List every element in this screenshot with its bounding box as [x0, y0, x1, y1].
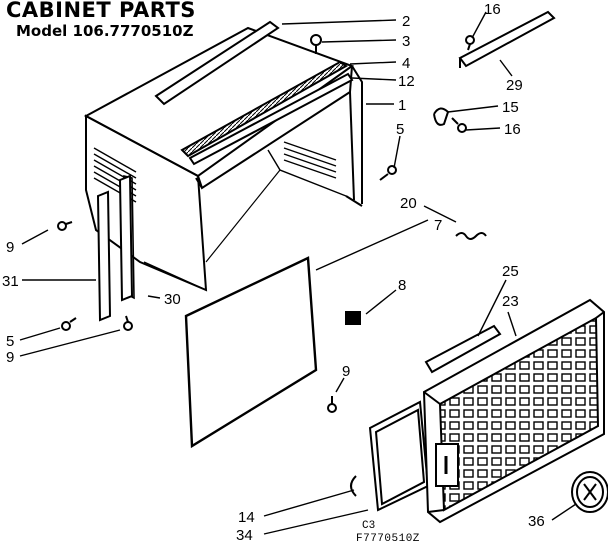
- callout-25: 25: [502, 263, 519, 280]
- callout-36: 36: [528, 513, 545, 530]
- cabinet-shell: [83, 26, 363, 300]
- callout-3: 3: [402, 33, 410, 50]
- callout-5-top: 5: [396, 121, 404, 138]
- callout-15: 15: [502, 99, 519, 116]
- callout-4: 4: [402, 55, 410, 72]
- callout-5-bottom: 5: [6, 333, 14, 350]
- callout-1: 1: [398, 97, 406, 114]
- callout-8: 8: [398, 277, 406, 294]
- callout-9-panel: 9: [342, 363, 350, 380]
- callout-9-left: 9: [6, 239, 14, 256]
- callout-16-lower: 16: [504, 121, 521, 138]
- callout-9-bottom: 9: [6, 349, 14, 366]
- callout-23: 23: [502, 293, 519, 310]
- callout-2: 2: [402, 13, 410, 30]
- callout-30: 30: [164, 291, 181, 308]
- drawing-number: F7770510Z: [356, 533, 420, 545]
- callout-14: 14: [238, 509, 255, 526]
- front-grille: [422, 298, 605, 524]
- diagram-title: CABINET PARTS: [6, 0, 196, 22]
- air-filter: [368, 400, 430, 512]
- callout-7: 7: [434, 217, 442, 234]
- top-rail-strips: [154, 20, 354, 166]
- callout-labels: 2 3 4 12 1 5 16 29 15 16 20 7 8 9 31 30 …: [2, 1, 545, 544]
- gasket-panel: [184, 256, 318, 449]
- callout-20: 20: [400, 195, 417, 212]
- callout-29: 29: [506, 77, 523, 94]
- model-number: Model 106.7770510Z: [16, 22, 194, 40]
- side-strips: [96, 174, 134, 322]
- callout-34: 34: [236, 527, 253, 544]
- leader-lines: [19, 11, 577, 535]
- small-hardware: [57, 10, 556, 497]
- top-louver-strip: [424, 324, 502, 374]
- callout-12: 12: [398, 73, 415, 90]
- page-code: C3: [362, 520, 376, 532]
- control-knob: [571, 471, 608, 513]
- callout-31: 31: [2, 273, 19, 290]
- callout-16-top: 16: [484, 1, 501, 18]
